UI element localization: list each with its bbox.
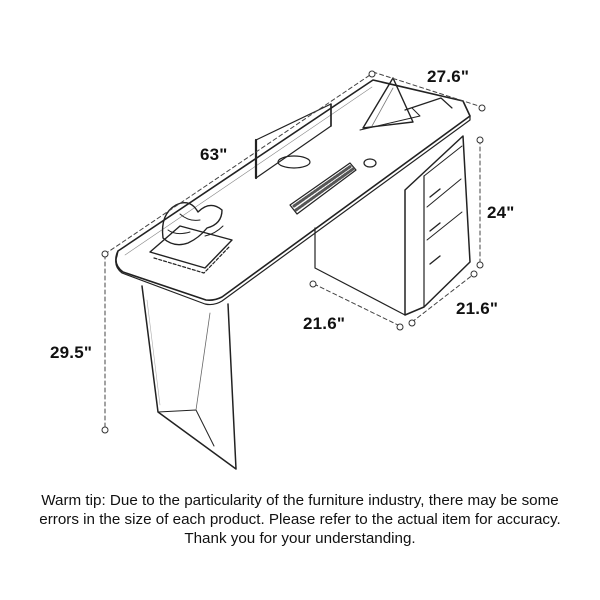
warm-tip-text: Warm tip: Due to the particularity of th… — [39, 492, 561, 547]
dimension-label-cabinet-depth-right: 21.6" — [456, 299, 499, 318]
dimension-endpoints — [101, 70, 486, 434]
desk-leg — [141, 285, 237, 470]
keyboard — [289, 162, 357, 215]
dimension-label-height: 29.5" — [50, 343, 93, 362]
laptop — [359, 77, 453, 131]
dimension-lines — [104, 71, 483, 431]
dimension-label-depth: 27.6" — [427, 67, 470, 86]
monitor — [254, 103, 332, 180]
dimension-label-width: 63" — [200, 145, 228, 164]
mouse-icon — [363, 158, 377, 168]
drawer-cabinet — [314, 135, 471, 316]
dimension-label-cabinet-height: 24" — [487, 203, 515, 222]
dimension-label-cabinet-depth-left: 21.6" — [303, 314, 346, 333]
sculpture — [149, 202, 233, 274]
desktop — [115, 79, 471, 306]
